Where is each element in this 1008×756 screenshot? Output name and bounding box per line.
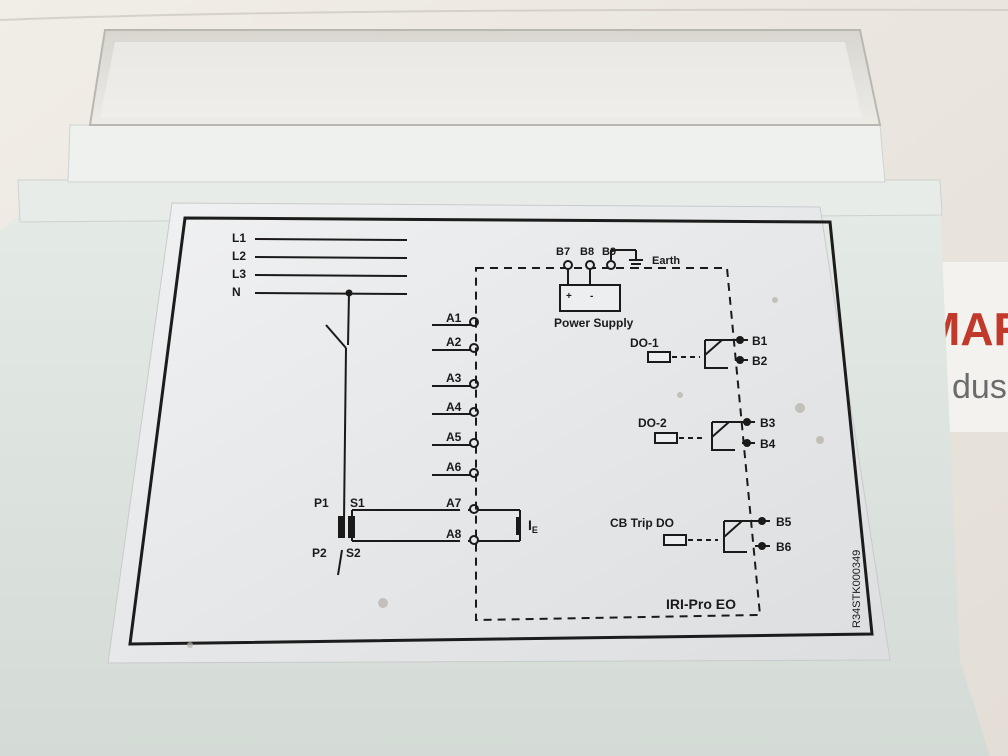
terminal-a5: A5	[446, 430, 462, 444]
supply-lines	[254, 238, 408, 295]
terminal-b3: B3	[760, 416, 776, 430]
ct-label-p2: P2	[312, 546, 327, 560]
relay-do1-contact-1	[736, 336, 744, 344]
terminal-b8: B8	[580, 246, 594, 258]
breaker-and-ct-wiring	[325, 292, 521, 576]
terminal-b6: B6	[776, 540, 792, 554]
scuff-marks	[187, 297, 824, 648]
terminal-b7: B7	[556, 246, 570, 258]
ct-label-s2: S2	[346, 546, 361, 560]
power-supply-plus: +	[566, 291, 572, 302]
ct-labels: P1 S1 P2 S2 IE	[312, 496, 538, 560]
power-supply-box	[559, 284, 621, 312]
label-frame	[128, 216, 874, 646]
relay-do2-contact-1	[743, 418, 751, 426]
line-label-l1: L1	[232, 231, 246, 245]
line-label-l3: L3	[232, 267, 246, 281]
terminal-b1: B1	[752, 334, 768, 348]
terminal-a2: A2	[446, 335, 462, 349]
terminal-a8: A8	[446, 527, 462, 541]
terminal-a1: A1	[446, 311, 462, 325]
relay-do2-contact-2	[743, 439, 751, 447]
relay-cbtrip-contact-2	[758, 542, 766, 550]
a-terminals: A1 A2 A3 A4 A5 A6 A7 A8	[446, 311, 462, 541]
power-terminal-symbols	[563, 249, 643, 285]
ie-label: IE	[528, 517, 538, 535]
terminal-a4: A4	[446, 400, 462, 414]
wall-edge	[0, 8, 1008, 21]
terminal-b5: B5	[776, 515, 792, 529]
lid-glass	[100, 42, 862, 118]
label-plate	[107, 202, 891, 664]
relay-cbtrip-label: CB Trip DO	[610, 516, 674, 530]
device-boundary	[475, 267, 762, 622]
housing-bezel	[67, 124, 886, 183]
ct-label-s1: S1	[350, 496, 365, 510]
line-labels: L1 L2 L3 N	[232, 231, 246, 299]
power-supply-minus: -	[590, 291, 593, 302]
sign-right-subtext: dus	[952, 368, 1007, 406]
model-name: IRI-Pro EO	[666, 596, 736, 612]
power-supply-label: Power Supply	[554, 316, 634, 330]
line-label-l2: L2	[232, 249, 246, 263]
ct-label-p1: P1	[314, 496, 329, 510]
terminal-a6: A6	[446, 460, 462, 474]
power-terminals: B7 B8 B9 Earth	[556, 246, 680, 267]
relay-do1-contact-2	[736, 356, 744, 364]
terminal-b9: B9	[602, 246, 616, 258]
earth-label: Earth	[652, 255, 680, 267]
ie-sensor	[516, 517, 521, 535]
terminal-a3: A3	[446, 371, 462, 385]
relay-do2-label: DO-2	[638, 416, 667, 430]
relay-do1-label: DO-1	[630, 336, 659, 350]
line-label-n: N	[232, 285, 241, 299]
serial-number: R34STK000349	[851, 550, 863, 628]
relay-cbtrip-contact-1	[758, 517, 766, 525]
terminal-b4: B4	[760, 437, 776, 451]
terminal-a7: A7	[446, 496, 462, 510]
terminal-b2: B2	[752, 354, 768, 368]
